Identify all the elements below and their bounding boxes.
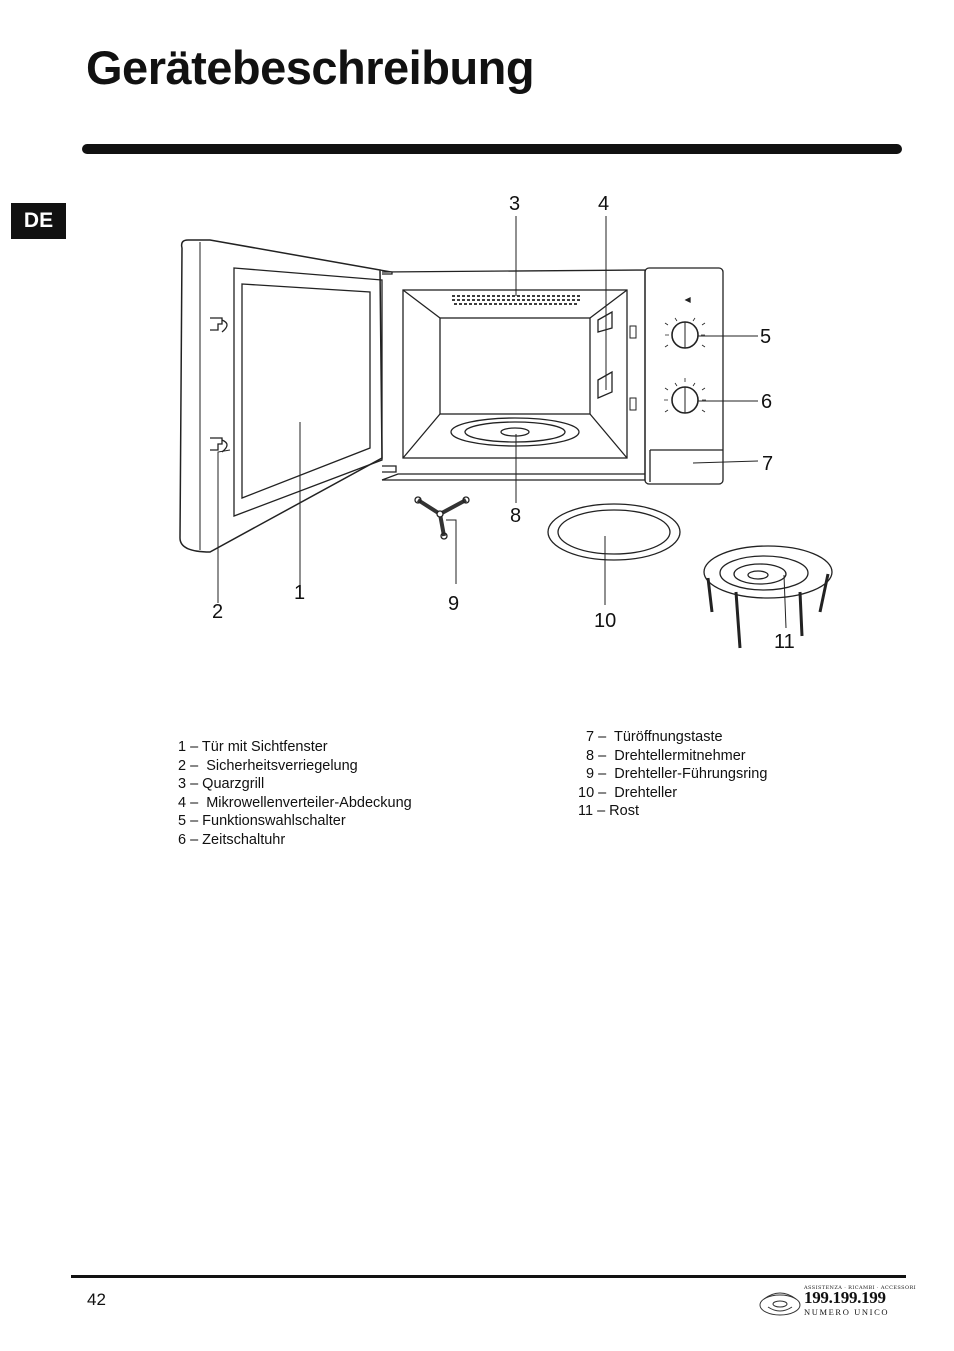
logo-tagline: ASSISTENZA · RICAMBI · ACCESSORI <box>804 1285 917 1291</box>
logo-subtitle: NUMERO UNICO <box>804 1307 890 1317</box>
turntable-support-drawing <box>414 496 470 540</box>
legend-item: 5 – Funktionswahlschalter <box>178 813 346 830</box>
turntable-drawing <box>547 503 681 561</box>
logo-phone-number: 199.199.199 <box>804 1288 886 1307</box>
service-logo: ASSISTENZA · RICAMBI · ACCESSORI 199.199… <box>758 1283 916 1319</box>
microwave-diagram: 1 2 3 4 5 6 7 8 9 10 11 <box>160 180 840 660</box>
callout-6: 6 <box>761 391 772 413</box>
control-panel-drawing <box>644 267 724 485</box>
page-title: Gerätebeschreibung <box>86 41 535 94</box>
callout-9: 9 <box>448 593 459 615</box>
legend-item: 11 – Rost <box>578 803 639 820</box>
oven-body-drawing <box>381 269 646 481</box>
callout-1: 1 <box>294 582 305 604</box>
callout-4: 4 <box>598 193 609 215</box>
legend-item: 9 – Drehteller-Führungsring <box>578 766 768 783</box>
callout-7: 7 <box>762 453 773 475</box>
door-drawing <box>179 239 397 553</box>
legend-item: 8 – Drehtellermitnehmer <box>578 747 746 764</box>
rack-drawing <box>703 545 833 649</box>
callout-8: 8 <box>510 505 521 527</box>
legend-item: 2 – Sicherheitsverriegelung <box>178 757 358 774</box>
footer-rule <box>71 1275 906 1278</box>
telephone-icon <box>759 1292 801 1316</box>
callout-11: 11 <box>774 631 795 653</box>
title-rule <box>82 144 902 154</box>
legend-item: 10 – Drehteller <box>578 784 678 801</box>
callout-2: 2 <box>212 601 223 623</box>
callout-3: 3 <box>509 193 520 215</box>
callout-5: 5 <box>760 326 771 348</box>
microwave-illustration: 1 2 3 4 5 6 7 8 9 10 11 <box>179 193 833 653</box>
legend-item: 3 – Quarzgrill <box>178 776 265 793</box>
legend-item: 4 – Mikrowellenverteiler-Abdeckung <box>178 794 412 811</box>
legend-left: 1 – Tür mit Sichtfenster 2 – Sicherheits… <box>178 738 412 850</box>
page-number: 42 <box>87 1290 106 1309</box>
legend-item: 7 – Türöffnungstaste <box>578 729 723 745</box>
legend-item: 1 – Tür mit Sichtfenster <box>178 739 328 755</box>
legend-right: 7 – Türöffnungstaste 8 – Drehtellermitne… <box>578 728 767 821</box>
leader-lines <box>217 216 787 629</box>
legend-item: 6 – Zeitschaltuhr <box>178 831 286 848</box>
callout-10: 10 <box>594 610 616 632</box>
language-badge: DE <box>11 203 66 239</box>
